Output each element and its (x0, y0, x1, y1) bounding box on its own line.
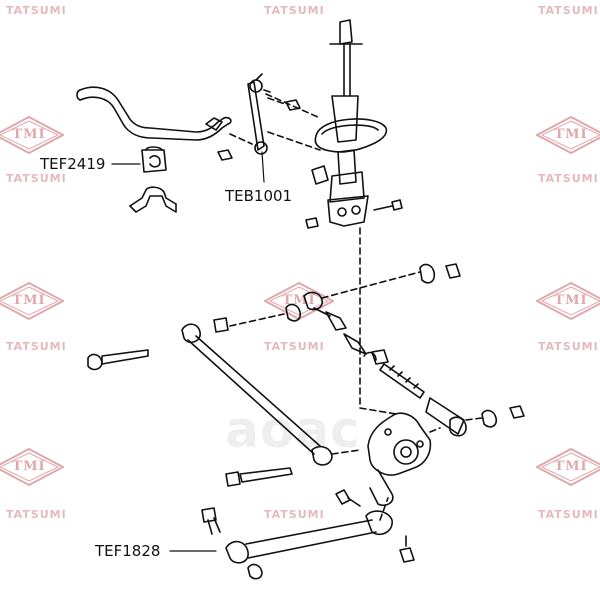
upper-arm-washer (213, 263, 461, 333)
callout-stabilizer-link: TEB1001 (225, 187, 293, 205)
watermark-tatsumi: TATSUMI (538, 4, 599, 17)
watermark-logo: TMI (536, 448, 600, 486)
watermark-tatsumi: TATSUMI (6, 4, 67, 17)
stabilizer-bar (76, 86, 232, 141)
callout-stabilizer-bushing: TEF2419 (40, 155, 106, 173)
middle-bolt (225, 467, 293, 487)
long-bolt-left (87, 349, 149, 371)
center-watermark: aoac (225, 401, 361, 459)
stabilizer-link (247, 73, 271, 155)
watermark-logo: TMI (536, 116, 600, 154)
trailing-arm-guides (331, 427, 441, 455)
watermark-logo: TMI (0, 448, 64, 486)
leader-TEB1001 (261, 151, 265, 183)
watermark-logo: TMI (0, 282, 64, 320)
lower-arm-washer (247, 535, 415, 580)
upper-arm-guides (229, 271, 421, 327)
lateral-link-washers (481, 405, 525, 428)
callout-rear-arm-bushing: TEF1828 (95, 542, 161, 560)
watermark-tatsumi: TATSUMI (6, 508, 67, 521)
strut-bolt (373, 199, 403, 211)
lower-arm-guide (379, 497, 389, 521)
knuckle (367, 412, 432, 507)
adjuster-chain (343, 333, 467, 437)
strut (311, 19, 387, 227)
watermark-logo: TMI (536, 282, 600, 320)
bushing-bracket (129, 186, 177, 213)
watermark-tatsumi: TATSUMI (538, 172, 599, 185)
watermark-tatsumi: TATSUMI (538, 340, 599, 353)
watermark-tatsumi: TATSUMI (6, 340, 67, 353)
link-nut (217, 99, 301, 161)
watermark-logo: TMI (0, 116, 64, 154)
strut-nut (305, 217, 319, 229)
lateral-link-guides (465, 417, 483, 421)
watermark-tatsumi: TATSUMI (264, 508, 325, 521)
trailing-arm (181, 323, 333, 466)
watermark-tatsumi: TATSUMI (264, 4, 325, 17)
upper-arm (303, 291, 347, 331)
watermark-tatsumi: TATSUMI (264, 340, 325, 353)
watermark-tatsumi: TATSUMI (6, 172, 67, 185)
stabilizer-bushing (141, 146, 167, 173)
lower-arm-bolt (201, 507, 221, 535)
strut-axis-horizontal (359, 407, 397, 415)
knuckle-bolt (335, 489, 361, 507)
watermark-tatsumi: TATSUMI (538, 508, 599, 521)
lower-arm (225, 510, 393, 564)
link-guides (229, 93, 321, 151)
